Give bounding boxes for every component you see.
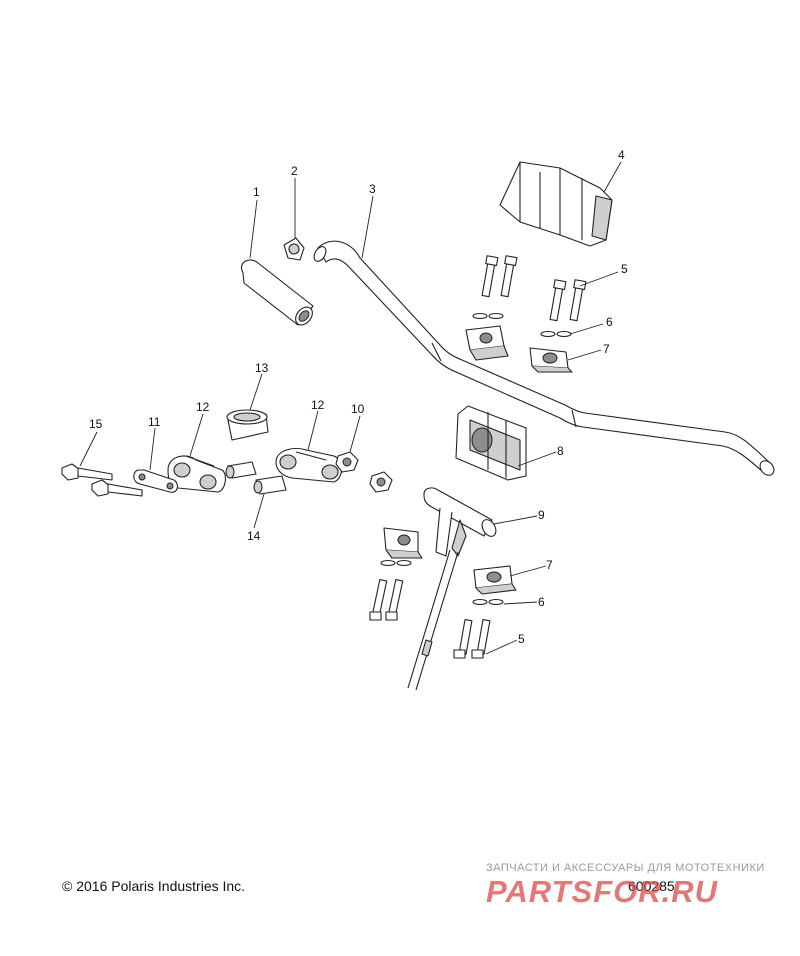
lower-clamp-left [383, 527, 423, 559]
callout-3: 3 [369, 182, 376, 196]
callout-7-lower: 7 [546, 558, 553, 572]
copyright-notice: © 2016 Polaris Industries Inc. [62, 878, 246, 894]
bolt-set-lower [369, 579, 491, 659]
watermark-logo: PARTSFOR.RU [486, 874, 719, 909]
hand-grip-part [241, 259, 314, 326]
callout-7-upper: 7 [603, 342, 610, 356]
callout-14: 14 [247, 529, 261, 543]
bolt-set-upper [481, 255, 587, 322]
nut-pair [335, 451, 393, 493]
handlebar-part [313, 240, 775, 476]
riser-block-part [455, 405, 527, 481]
sleeve-pair [225, 461, 287, 495]
callout-15: 15 [89, 417, 103, 431]
upper-clamp-left [465, 325, 509, 361]
upper-clamp-right [529, 347, 573, 373]
callout-5-lower: 5 [518, 632, 525, 646]
lower-clamp-right [473, 565, 517, 595]
washer-set-upper [472, 312, 572, 338]
leader-lines [79, 161, 622, 655]
watermark-tagline: ЗАПЧАСТИ И АКСЕССУАРЫ ДЛЯ МОТОТЕХНИКИ [486, 862, 765, 874]
callout-4: 4 [618, 148, 625, 162]
callout-1: 1 [253, 185, 260, 199]
flange-bolt-pair [61, 463, 143, 497]
callout-11: 11 [148, 415, 161, 429]
callout-12-right: 12 [311, 398, 325, 412]
callout-labels: 1 2 3 4 5 6 7 8 9 7 6 5 10 11 12 12 13 1… [89, 148, 628, 646]
bushing-ring-part [226, 409, 269, 441]
steering-post-part [407, 487, 497, 691]
callout-6-lower: 6 [538, 595, 545, 609]
callout-9: 9 [538, 508, 545, 522]
callout-12-left: 12 [196, 400, 210, 414]
callout-5-upper: 5 [621, 262, 628, 276]
drawing-number: 600285 [628, 878, 675, 894]
link-plate-part [133, 469, 179, 493]
callout-6-upper: 6 [606, 315, 613, 329]
split-clamp-right [275, 447, 343, 483]
callout-13: 13 [255, 361, 269, 375]
callout-2: 2 [291, 164, 298, 178]
handlebar-cover-part [499, 161, 613, 247]
callout-10: 10 [351, 402, 365, 416]
bar-end-cap-part [283, 237, 305, 261]
callout-8: 8 [557, 444, 564, 458]
washer-set-lower [380, 559, 504, 606]
